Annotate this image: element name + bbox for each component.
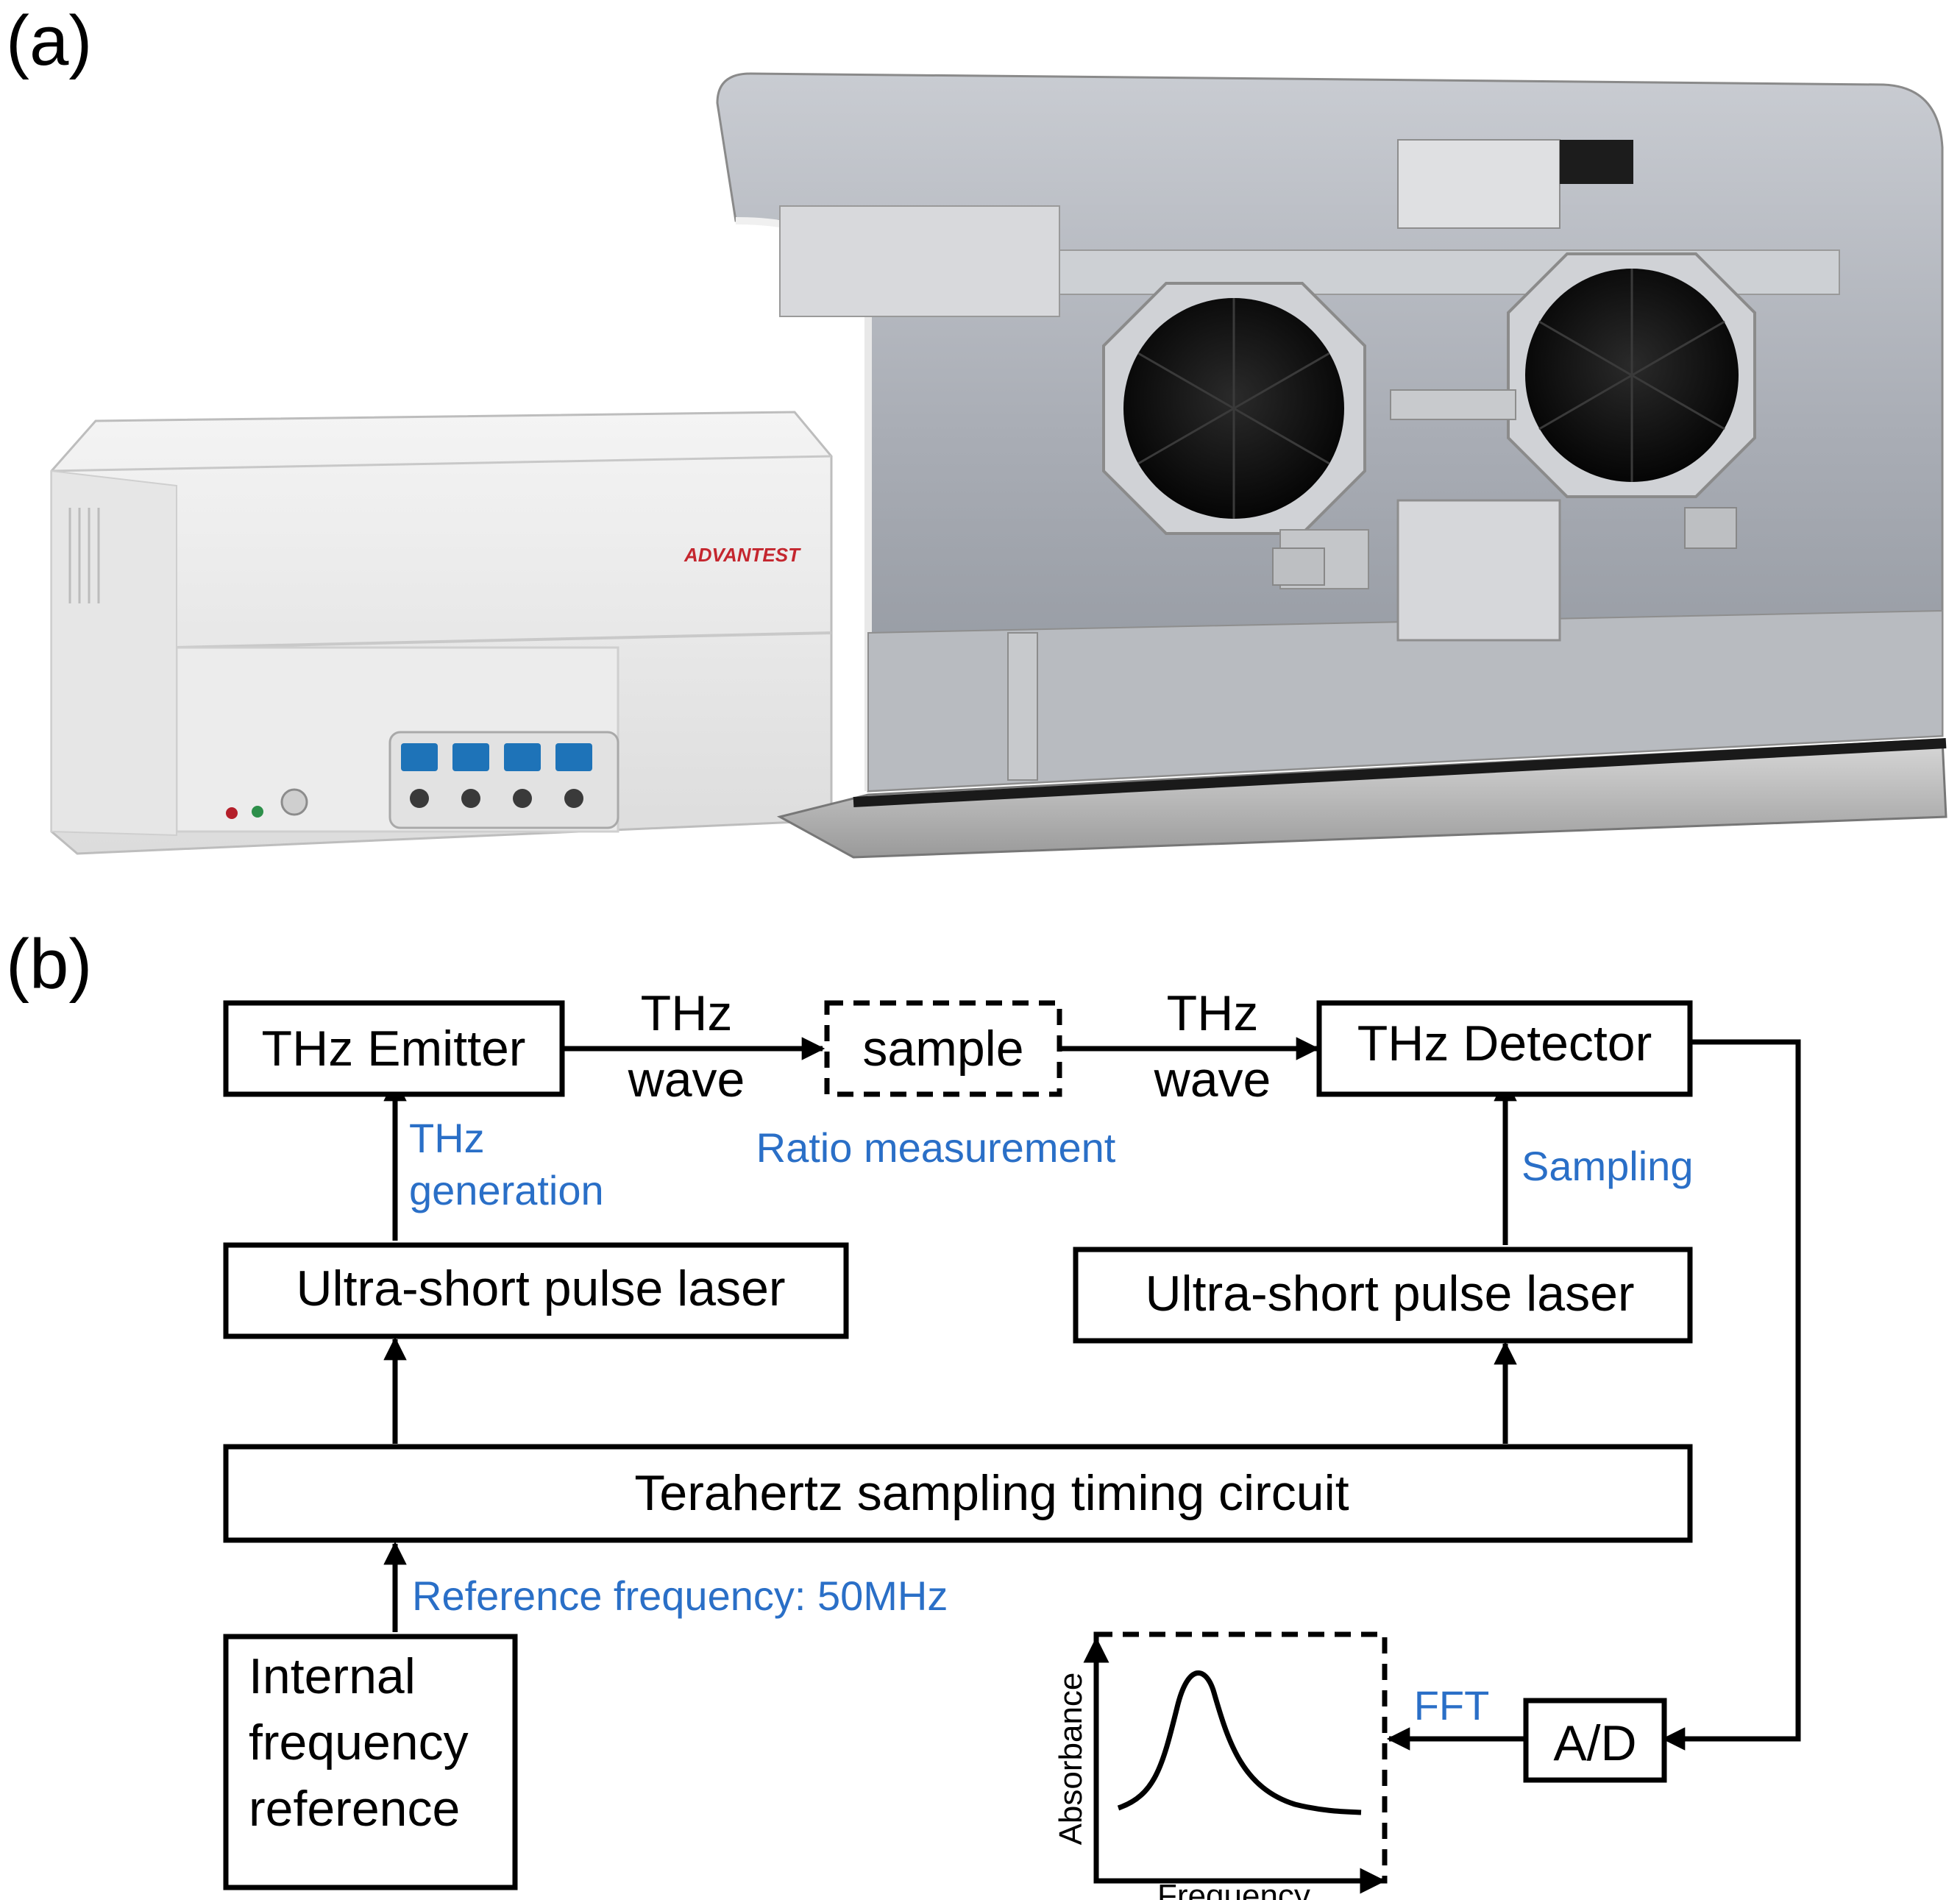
label-thz-wave-1-line2: wave	[628, 1052, 745, 1107]
measurement-chamber	[716, 72, 1947, 859]
red-indicator	[226, 807, 238, 819]
green-indicator	[252, 806, 263, 818]
node-sample: sample	[824, 1000, 1062, 1097]
edge-detector-ad	[1661, 1039, 1801, 1751]
node-spectrum-plot: Frequency Absorbance	[1053, 1631, 1388, 1900]
svg-text:sample: sample	[862, 1021, 1023, 1077]
label-thz-generation-line1: THz	[409, 1115, 485, 1161]
node-timing-circuit: Terahertz sampling timing circuit	[223, 1444, 1693, 1543]
svg-text:Ultra-short pulse laser: Ultra-short pulse laser	[296, 1261, 785, 1316]
svg-text:THz Detector: THz Detector	[1357, 1015, 1652, 1071]
label-thz-wave-2-line2: wave	[1154, 1052, 1271, 1107]
panel-b-label: (b)	[6, 925, 92, 1004]
left-lens	[1102, 282, 1366, 535]
label-thz-wave-1-line1: THz	[641, 985, 733, 1041]
label-thz-generation-line2: generation	[409, 1167, 604, 1213]
label-thz-wave-2-line1: THz	[1167, 985, 1259, 1041]
key-switch	[280, 788, 308, 816]
node-thz-detector: THz Detector	[1316, 1000, 1693, 1097]
node-laser-right: Ultra-short pulse laser	[1073, 1247, 1693, 1344]
brand-logo: ADVANTEST	[683, 544, 801, 566]
label-fft: FFT	[1414, 1682, 1490, 1729]
node-thz-emitter: THz Emitter	[223, 1000, 565, 1097]
svg-text:frequency: frequency	[249, 1715, 469, 1770]
label-reference-frequency: Reference frequency: 50MHz	[412, 1573, 948, 1619]
plot-ylabel: Absorbance	[1053, 1673, 1089, 1846]
svg-text:Ultra-short pulse laser: Ultra-short pulse laser	[1145, 1266, 1634, 1322]
control-unit: ADVANTEST	[50, 411, 833, 855]
block-diagram: THz Emitter sample THz Detector Ultra-sh…	[223, 985, 1801, 1900]
svg-text:THz Emitter: THz Emitter	[262, 1021, 526, 1077]
plot-xlabel: Frequency	[1157, 1878, 1310, 1900]
right-lens	[1507, 252, 1756, 498]
label-sampling: Sampling	[1522, 1143, 1693, 1189]
instrument-photo: ADVANTEST	[50, 72, 1947, 859]
node-laser-left: Ultra-short pulse laser	[223, 1242, 849, 1339]
node-internal-frequency-reference: Internal frequency reference	[223, 1634, 518, 1890]
svg-text:Internal: Internal	[249, 1648, 416, 1704]
node-ad: A/D	[1523, 1698, 1667, 1783]
svg-text:A/D: A/D	[1553, 1715, 1636, 1771]
svg-text:reference: reference	[249, 1781, 460, 1837]
absorbance-curve	[1117, 1670, 1362, 1815]
panel-a-label: (a)	[6, 1, 92, 80]
svg-text:Terahertz sampling timing circ: Terahertz sampling timing circuit	[634, 1465, 1349, 1521]
label-ratio-measurement: Ratio measurement	[756, 1124, 1116, 1171]
